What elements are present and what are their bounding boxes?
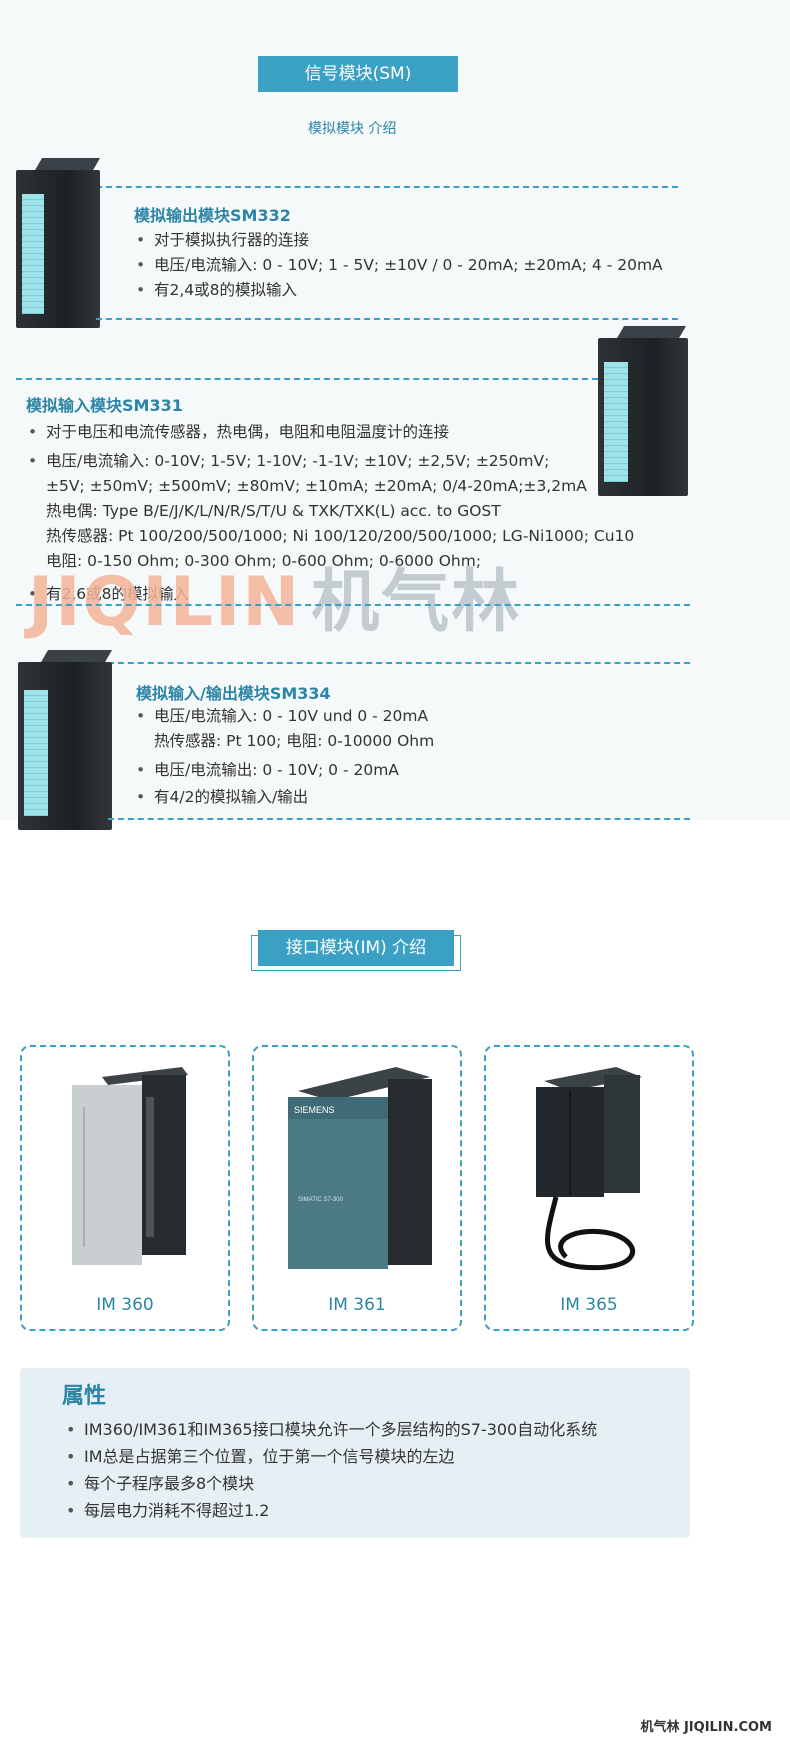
properties-bullet-list: IM360/IM361和IM365接口模块允许一个多层结构的S7-300自动化系… — [62, 1416, 597, 1524]
sm334-title: 模拟输入/输出模块SM334 — [136, 684, 331, 703]
sm334-bullet-list: 电压/电流输入: 0 - 10V und 0 - 20mA 热传感器: Pt 1… — [132, 704, 692, 810]
watermark-latin: JIQILIN — [28, 563, 302, 642]
sm332-bullet-list: 对于模拟执行器的连接 电压/电流输入: 0 - 10V; 1 - 5V; ±10… — [132, 228, 732, 303]
divider — [16, 604, 690, 606]
im360-card: IM 360 — [20, 1045, 230, 1331]
sm-subtitle: 模拟模块 介绍 — [308, 121, 397, 137]
list-item: IM总是占据第三个位置，位于第一个信号模块的左边 — [62, 1443, 597, 1470]
im365-label: IM 365 — [560, 1295, 618, 1315]
sm331-title: 模拟输入模块SM331 — [26, 396, 183, 415]
im361-card: SIEMENS SIMATIC S7-300 IM 361 — [252, 1045, 462, 1331]
properties-title: 属性 — [62, 1384, 107, 1409]
divider — [96, 318, 678, 320]
sm331-bullet-list: 对于电压和电流传感器，热电偶，电阻和电阻温度计的连接 电压/电流输入: 0-10… — [24, 420, 704, 607]
im361-module-image: SIEMENS SIMATIC S7-300 — [288, 1067, 432, 1269]
im365-module-image — [536, 1067, 642, 1271]
divider — [96, 186, 678, 188]
list-item: 电压/电流输入: 0-10V; 1-5V; 1-10V; -1-1V; ±10V… — [24, 449, 704, 574]
sm332-module-image — [16, 158, 106, 328]
sm334-module-image — [18, 650, 118, 830]
list-item: 有2,4或8的模拟输入 — [132, 278, 732, 303]
im360-module-image — [72, 1067, 188, 1265]
divider — [108, 818, 690, 820]
sm-section-banner: 信号模块(SM) — [251, 56, 465, 97]
divider — [16, 378, 598, 380]
list-item: 电压/电流输出: 0 - 10V; 0 - 20mA — [132, 758, 692, 783]
list-item: IM360/IM361和IM365接口模块允许一个多层结构的S7-300自动化系… — [62, 1416, 597, 1443]
list-item: 对于电压和电流传感器，热电偶，电阻和电阻温度计的连接 — [24, 420, 704, 445]
list-item: 电压/电流输入: 0 - 10V und 0 - 20mA 热传感器: Pt 1… — [132, 704, 692, 754]
sm332-title: 模拟输出模块SM332 — [134, 206, 291, 225]
list-item: 每层电力消耗不得超过1.2 — [62, 1497, 597, 1524]
list-item: 有2,6或8的模拟输入 — [24, 582, 704, 607]
im361-product-text: SIMATIC S7-300 — [298, 1197, 344, 1203]
im-banner-text: 接口模块(IM) 介绍 — [285, 938, 427, 958]
footer-site-label: 机气林 JIQILIN.COM — [640, 1720, 772, 1735]
properties-panel: 属性 IM360/IM361和IM365接口模块允许一个多层结构的S7-300自… — [20, 1368, 690, 1538]
list-item: 每个子程序最多8个模块 — [62, 1470, 597, 1497]
sm-banner-text: 信号模块(SM) — [304, 64, 412, 84]
divider — [108, 662, 690, 664]
list-item: 对于模拟执行器的连接 — [132, 228, 732, 253]
list-item: 电压/电流输入: 0 - 10V; 1 - 5V; ±10V / 0 - 20m… — [132, 253, 732, 278]
im361-label: IM 361 — [328, 1295, 386, 1315]
im365-card: IM 365 — [484, 1045, 694, 1331]
list-item: 有4/2的模拟输入/输出 — [132, 785, 692, 810]
im-section-banner: 接口模块(IM) 介绍 — [251, 930, 461, 971]
watermark-cn: 机气林 — [311, 563, 522, 642]
im361-brand-text: SIEMENS — [294, 1105, 335, 1115]
im360-label: IM 360 — [96, 1295, 154, 1315]
